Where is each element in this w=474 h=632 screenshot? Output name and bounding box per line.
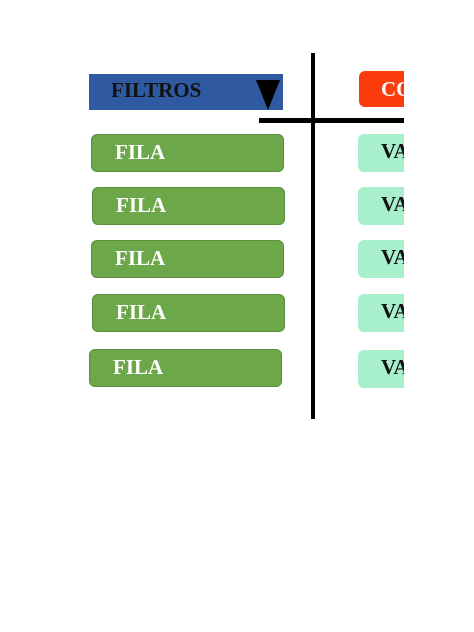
row-label: FILA <box>115 140 166 164</box>
value-box: VALORES <box>358 240 404 278</box>
value-box: VALORES <box>358 187 404 225</box>
filters-label: FILTROS <box>111 78 202 102</box>
columns-header-box: COLUMNAS <box>359 71 404 107</box>
columns-header-label: COLUMNAS <box>381 77 404 101</box>
value-box: VALORES <box>358 350 404 388</box>
row-box: FILA <box>92 187 285 225</box>
value-label: VALORES <box>381 192 404 216</box>
horizontal-divider <box>259 118 404 123</box>
diagram-canvas: FILTROS COLUMNAS FILA FILA FILA FILA FIL… <box>89 53 404 419</box>
row-label: FILA <box>113 355 164 379</box>
value-label: VALORES <box>381 299 404 323</box>
filters-box: FILTROS <box>89 74 283 110</box>
value-label: VALORES <box>381 245 404 269</box>
row-label: FILA <box>115 246 166 270</box>
row-box: FILA <box>91 240 284 278</box>
row-box: FILA <box>89 349 282 387</box>
row-label: FILA <box>116 193 167 217</box>
row-box: FILA <box>91 134 284 172</box>
row-box: FILA <box>92 294 285 332</box>
row-label: FILA <box>116 300 167 324</box>
value-box: VALORES <box>358 294 404 332</box>
vertical-divider <box>311 53 315 419</box>
value-label: VALORES <box>381 355 404 379</box>
value-label: VALORES <box>381 139 404 163</box>
value-box: VALORES <box>358 134 404 172</box>
triangle-down-icon <box>256 80 280 110</box>
